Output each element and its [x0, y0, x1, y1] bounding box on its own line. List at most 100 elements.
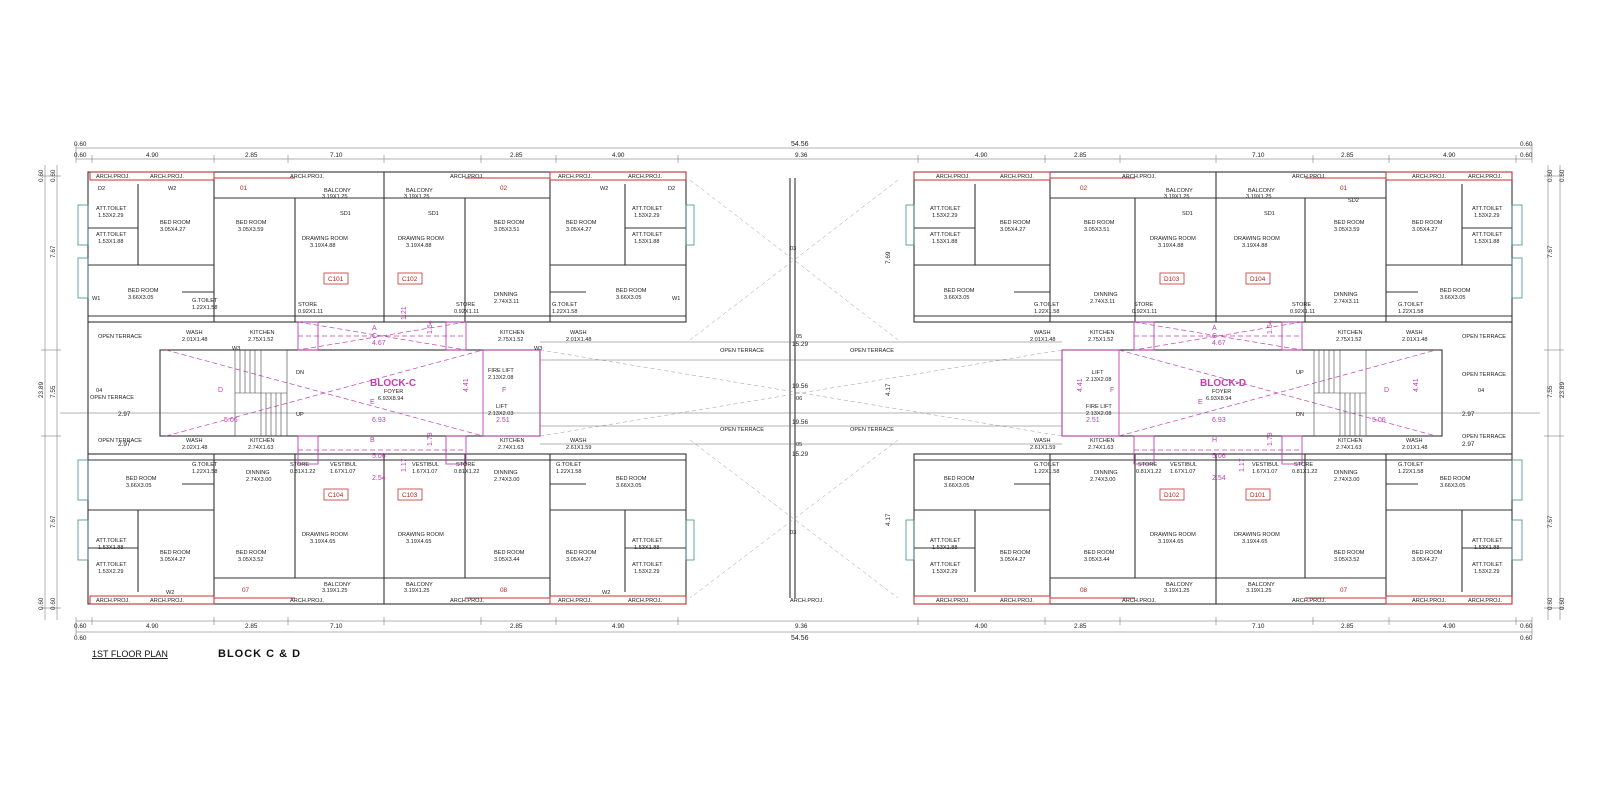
- room-size: 2.74X3.11: [494, 299, 519, 305]
- dim-1529: 15.29: [792, 451, 808, 458]
- room-name: BED ROOM: [160, 220, 191, 226]
- door-tag: D2: [98, 186, 105, 192]
- room-name: DINNING: [1094, 470, 1118, 476]
- window-tag: W1: [92, 296, 100, 302]
- room-size: 1.53X2.29: [1474, 569, 1500, 575]
- dim-bottom-6: 9.36: [795, 623, 808, 630]
- room-name: ATT.TOILET: [96, 206, 127, 212]
- room-size: 1.67X1.07: [1170, 469, 1196, 475]
- void-diagonals: [60, 179, 1540, 599]
- dim-bottom-2: 2.85: [245, 623, 258, 630]
- room-name: VESTIBUL: [412, 462, 439, 468]
- room-name: DINNING: [494, 292, 518, 298]
- room-size: 3.66X3.05: [1440, 295, 1466, 301]
- foyer-label: FOYER: [1212, 389, 1231, 395]
- room-name: VESTIBUL: [1170, 462, 1197, 468]
- room-name: BED ROOM: [1334, 220, 1365, 226]
- room-name: BED ROOM: [1412, 220, 1443, 226]
- room-size: 3.05X3.59: [1334, 227, 1360, 233]
- room-size: 2.74X1.63: [498, 445, 524, 451]
- room-size: 2.61X1.59: [566, 445, 592, 451]
- open-terrace-label: OPEN TERRACE: [1462, 372, 1506, 378]
- room-name: WASH: [570, 438, 587, 444]
- block-title: BLOCK C & D: [218, 648, 301, 660]
- dim-769: 7.69: [885, 251, 892, 264]
- room-size: 1.22X1.58: [192, 469, 218, 475]
- room-size: 2.74X1.63: [248, 445, 274, 451]
- room-size: 3.19X1.25: [1246, 194, 1272, 200]
- block-d-top-rooms: ARCH.PROJ. ARCH.PROJ. ARCH.PROJ. ARCH.PR…: [930, 174, 1506, 343]
- room-size: 3.05X4.27: [160, 557, 186, 563]
- dim-left-total: 23.89: [38, 382, 45, 398]
- dims-right-side: 0.60 0.60 7.67 7.55 23.89 7.67 0.60 0.60: [1547, 169, 1566, 610]
- dim-magenta: 2.51: [496, 417, 510, 424]
- arch-proj-label: ARCH.PROJ.: [1000, 174, 1034, 180]
- dim-bottom-edge-left: 0.60: [74, 635, 87, 642]
- mark-02: 02: [1080, 185, 1088, 192]
- dim-right-total: 23.89: [1559, 382, 1566, 398]
- foyer-label: FOYER: [384, 389, 403, 395]
- room-name: ATT.TOILET: [1472, 538, 1503, 544]
- dim-magenta: 5.06: [1372, 417, 1386, 424]
- room-size: 3.19X1.25: [1164, 194, 1190, 200]
- room-size: 3.05X3.59: [238, 227, 264, 233]
- dim-magenta: 1.79: [427, 432, 434, 446]
- dim-right-edge-top-outer: 0.60: [1559, 169, 1566, 182]
- room-name: OPEN TERRACE: [98, 334, 142, 340]
- dim-top-2: 2.85: [245, 152, 258, 159]
- unit-d104: D104: [1250, 276, 1266, 283]
- arch-proj-label: ARCH.PROJ.: [1468, 598, 1502, 604]
- dim-magenta: 1.79: [1267, 432, 1274, 446]
- dims-left-side: 0.60 0.60 7.67 23.89 7.55 7.67 0.60 0.60: [38, 169, 57, 610]
- dim-1529: 15.29: [792, 341, 808, 348]
- door-tag: SD1: [1182, 211, 1193, 217]
- room-name: KITCHEN: [500, 438, 525, 444]
- dim-bottom-3: 7.10: [330, 623, 343, 630]
- room-size: 0.81X1.22: [454, 469, 480, 475]
- dim-magenta: 4.67: [372, 340, 386, 347]
- room-name: BED ROOM: [616, 476, 647, 482]
- room-size: 3.05X4.27: [566, 227, 592, 233]
- room-name: BED ROOM: [1084, 550, 1115, 556]
- room-name: BED ROOM: [236, 220, 267, 226]
- arch-proj-label: ARCH.PROJ.: [936, 598, 970, 604]
- room-size: 2.75X1.52: [498, 337, 524, 343]
- dim-top-11: 4.90: [1443, 152, 1456, 159]
- room-name: KITCHEN: [1090, 438, 1115, 444]
- dim-top-5: 4.90: [612, 152, 625, 159]
- room-name: ATT.TOILET: [632, 538, 663, 544]
- block-c-top-rooms: ARCH.PROJ. ARCH.PROJ. ARCH.PROJ. ARCH.PR…: [96, 174, 663, 343]
- dim-overall-width-top: 54.56: [791, 141, 809, 148]
- arch-proj-label: ARCH.PROJ.: [558, 174, 592, 180]
- grid-c: C: [1212, 333, 1217, 340]
- room-size: 1.22X1.58: [1034, 469, 1060, 475]
- room-name: DRAWING ROOM: [1150, 532, 1196, 538]
- room-name: ATT.TOILET: [930, 232, 961, 238]
- grid-b: B: [370, 437, 375, 444]
- core-magenta-lines: [165, 321, 1437, 465]
- room-size: 1.22X1.58: [1398, 469, 1424, 475]
- room-size: 2.74X3.00: [494, 477, 520, 483]
- dim-top-12: 0.60: [1520, 152, 1533, 159]
- arch-proj-label: ARCH.PROJ.: [1468, 174, 1502, 180]
- dim-top-1: 4.90: [146, 152, 159, 159]
- room-size: 1.53X1.88: [98, 545, 124, 551]
- room-size: 2.61X1.59: [1030, 445, 1056, 451]
- dim-right-upper: 7.67: [1547, 245, 1554, 258]
- stair-dn: DN: [296, 370, 304, 376]
- room-name: STORE: [1294, 462, 1313, 468]
- fire-lift-size: 2.13X2.08: [1086, 411, 1112, 417]
- dim-magenta: 1.54: [1267, 320, 1274, 334]
- dim-right-edge-top: 0.60: [1547, 169, 1554, 182]
- room-name: G.TOILET: [556, 462, 582, 468]
- room-size: 3.19X4.88: [1158, 243, 1184, 249]
- window-tag: W3: [232, 346, 240, 352]
- mark-01: 01: [240, 185, 248, 192]
- dim-right-middle: 7.55: [1547, 385, 1554, 398]
- dim-top-0: 0.60: [74, 152, 87, 159]
- mark-06: 06: [796, 396, 802, 402]
- room-size: 3.05X4.27: [566, 557, 592, 563]
- room-name: G.TOILET: [1034, 462, 1060, 468]
- fire-lift-size: 2.13X2.08: [488, 375, 514, 381]
- dim-magenta: 4.41: [1077, 378, 1084, 392]
